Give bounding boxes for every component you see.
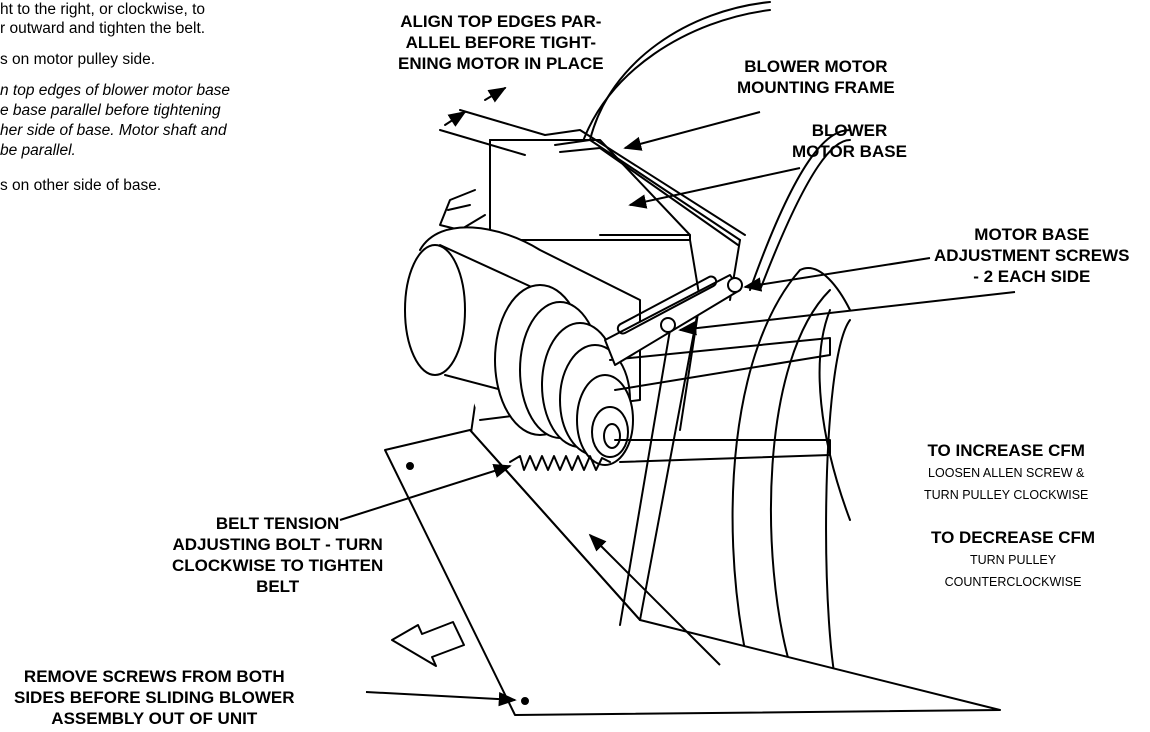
decrease-cfm-note: TO DECREASE CFM TURN PULLEY COUNTERCLOCK… bbox=[931, 527, 1095, 593]
callout-align-top-edges: ALIGN TOP EDGES PAR- ALLEL BEFORE TIGHT-… bbox=[398, 11, 604, 74]
callout-line: ALIGN TOP EDGES PAR- bbox=[400, 12, 602, 31]
instruction-line-6: her side of base. Motor shaft and bbox=[0, 122, 227, 139]
increase-cfm-line: LOOSEN ALLEN SCREW & bbox=[928, 466, 1085, 480]
slide-out-arrow bbox=[391, 621, 465, 667]
callout-line: CLOCKWISE TO TIGHTEN bbox=[172, 556, 384, 575]
callout-line: MOTOR BASE bbox=[974, 225, 1090, 244]
decrease-cfm-heading: TO DECREASE CFM bbox=[931, 528, 1096, 547]
instruction-line-7: be parallel. bbox=[0, 142, 76, 159]
callout-leaders bbox=[339, 111, 1016, 707]
callout-mounting-frame: BLOWER MOTOR MOUNTING FRAME bbox=[737, 56, 895, 98]
callout-line: ASSEMBLY OUT OF UNIT bbox=[51, 709, 258, 728]
instruction-line-4: n top edges of blower motor base bbox=[0, 82, 231, 99]
instruction-line-1: ht to the right, or clockwise, to bbox=[0, 1, 206, 18]
callout-line: SIDES BEFORE SLIDING BLOWER bbox=[14, 688, 295, 707]
increase-cfm-note: TO INCREASE CFM LOOSEN ALLEN SCREW & TUR… bbox=[924, 440, 1088, 506]
callout-line: MOTOR BASE bbox=[792, 142, 907, 161]
drive-belts bbox=[609, 337, 831, 463]
callout-belt-tension-bolt: BELT TENSION ADJUSTING BOLT - TURN CLOCK… bbox=[172, 513, 383, 597]
callout-line: REMOVE SCREWS FROM BOTH bbox=[23, 667, 285, 686]
callout-line: ADJUSTMENT SCREWS bbox=[934, 246, 1130, 265]
callout-line: BELT bbox=[256, 577, 300, 596]
decrease-cfm-line: TURN PULLEY bbox=[969, 553, 1057, 567]
tension-bolt bbox=[509, 455, 611, 471]
callout-motor-base: BLOWER MOTOR BASE bbox=[792, 120, 907, 162]
base-plate bbox=[384, 429, 1001, 716]
blower-housing-scrolls bbox=[579, 1, 851, 701]
callout-remove-screws: REMOVE SCREWS FROM BOTH SIDES BEFORE SLI… bbox=[14, 666, 295, 729]
callout-line: - 2 EACH SIDE bbox=[973, 267, 1091, 286]
adjustment-bracket bbox=[604, 274, 743, 366]
callout-line: BLOWER bbox=[811, 121, 888, 140]
instruction-line-3: s on motor pulley side. bbox=[0, 51, 156, 68]
callout-line: ALLEL BEFORE TIGHT- bbox=[405, 33, 597, 52]
callout-line: BELT TENSION bbox=[215, 514, 340, 533]
increase-cfm-line: TURN PULLEY CLOCKWISE bbox=[924, 488, 1089, 502]
callout-adjustment-screws: MOTOR BASE ADJUSTMENT SCREWS - 2 EACH SI… bbox=[934, 224, 1130, 287]
callout-line: ENING MOTOR IN PLACE bbox=[398, 54, 604, 73]
callout-line: MOUNTING FRAME bbox=[737, 78, 895, 97]
instruction-line-5: e base parallel before tightening bbox=[0, 102, 221, 119]
instruction-line-8: s on other side of base. bbox=[0, 177, 162, 194]
pulley-assembly bbox=[494, 284, 634, 466]
decrease-cfm-line: COUNTERCLOCKWISE bbox=[944, 575, 1082, 589]
callout-line: ADJUSTING BOLT - TURN bbox=[172, 535, 383, 554]
callout-line: BLOWER MOTOR bbox=[744, 57, 888, 76]
instruction-line-2: r outward and tighten the belt. bbox=[0, 20, 206, 37]
increase-cfm-heading: TO INCREASE CFM bbox=[927, 441, 1085, 460]
